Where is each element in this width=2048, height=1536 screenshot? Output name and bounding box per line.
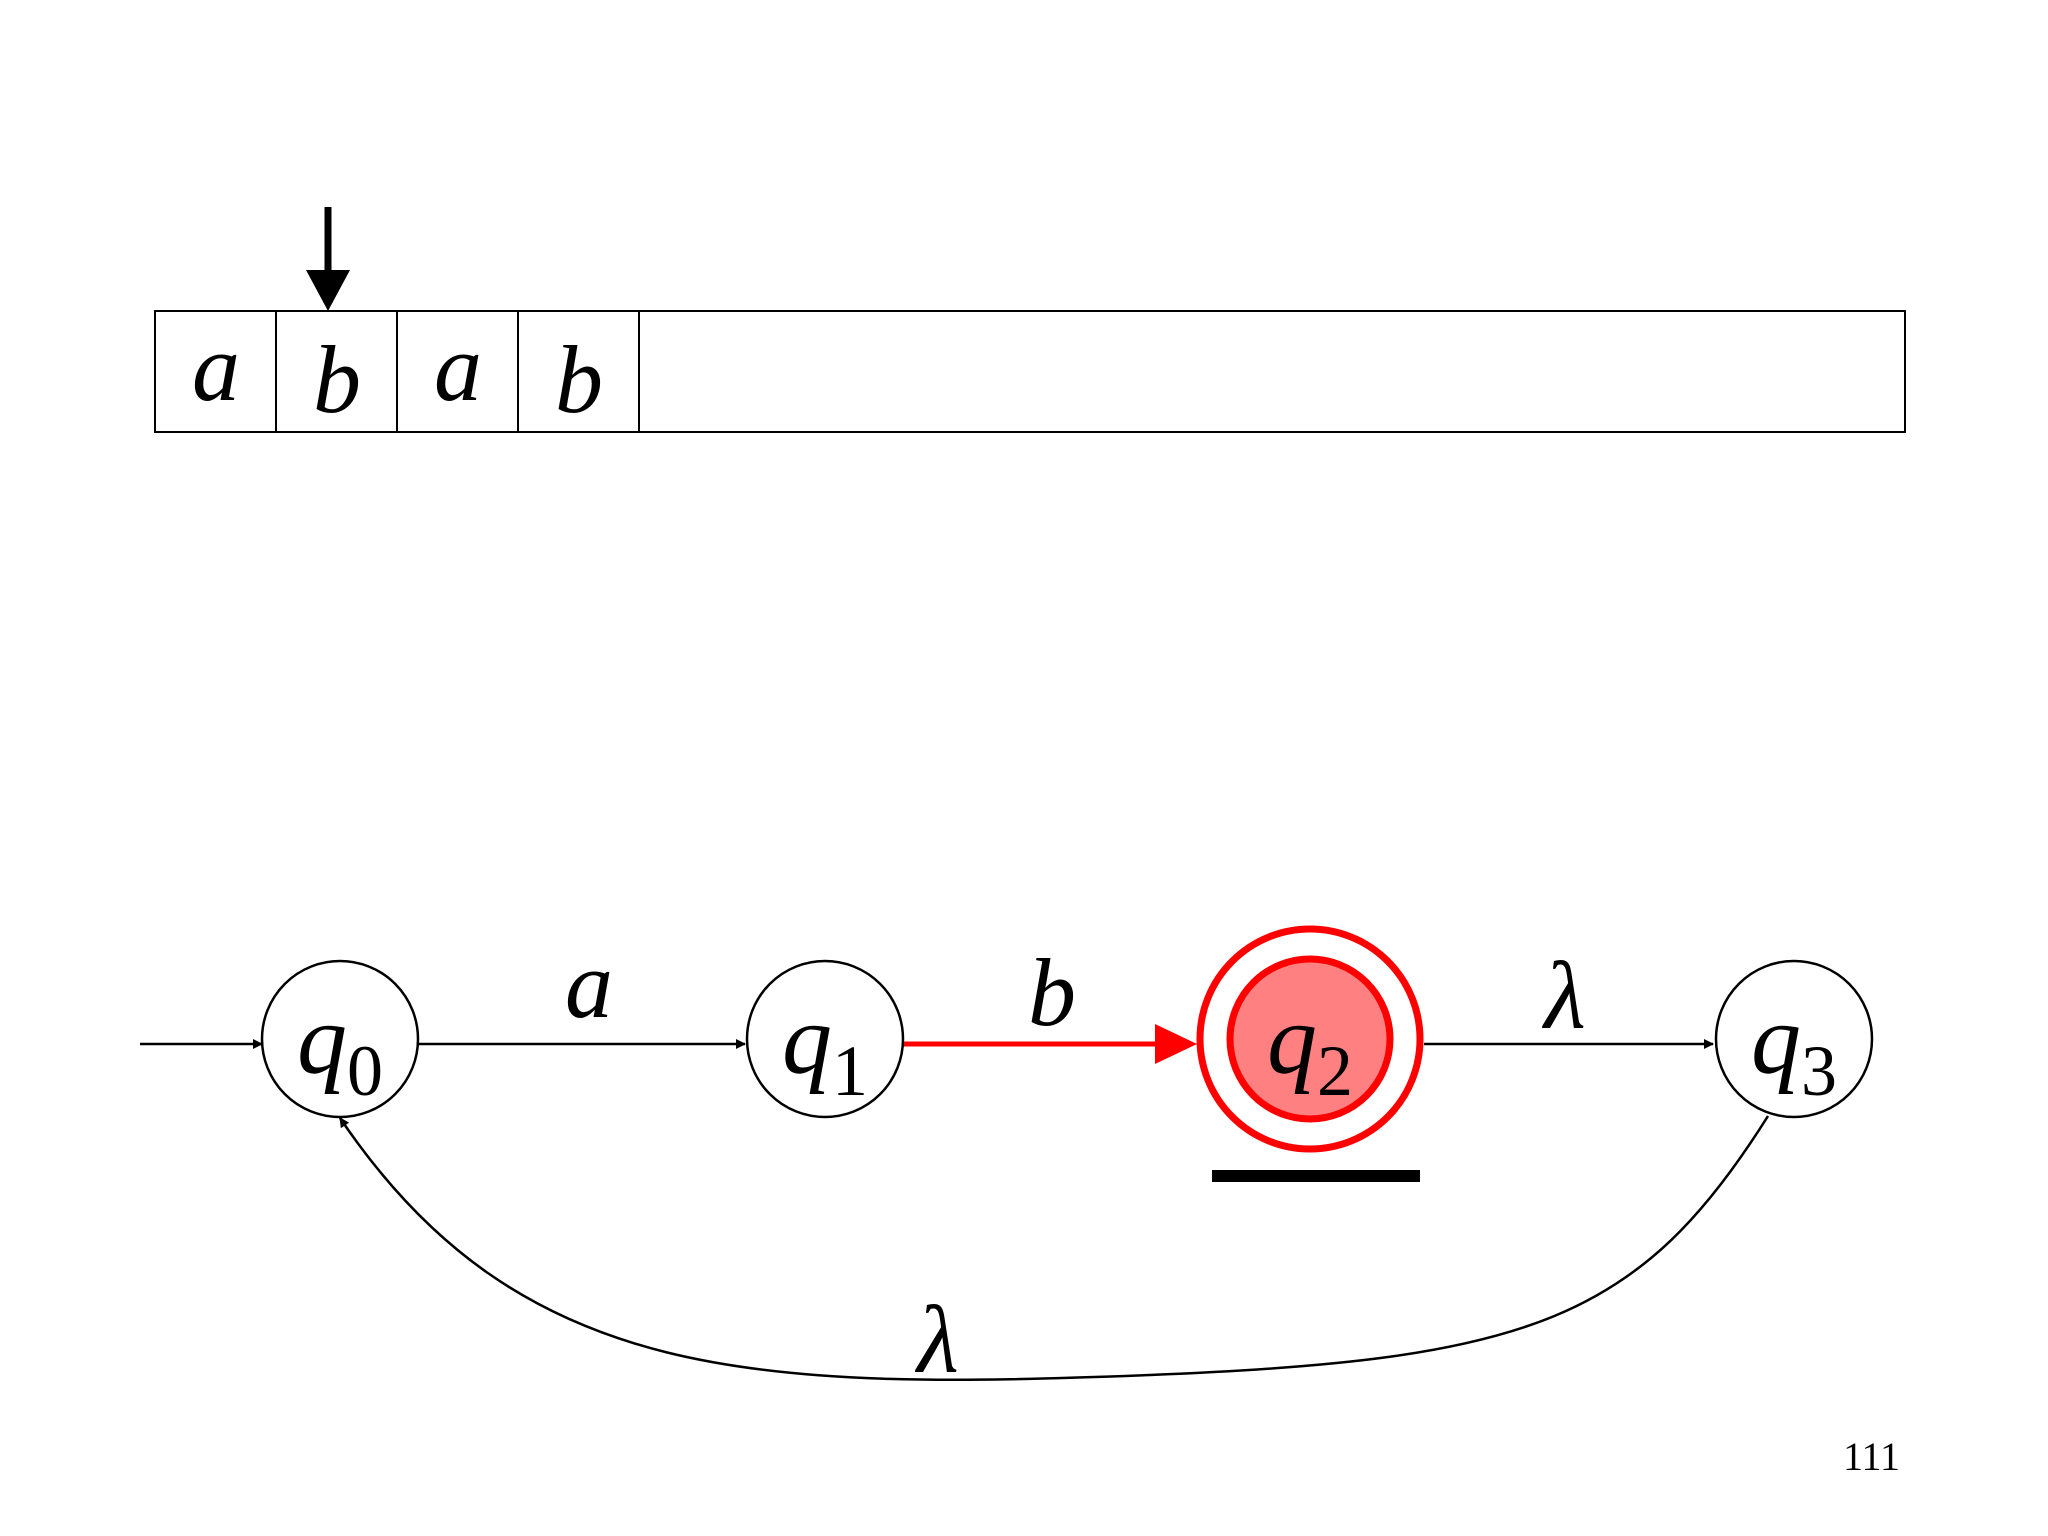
state-q3: q3 xyxy=(1714,959,1874,1119)
state-base: q xyxy=(1751,984,1801,1095)
state-subscript: 2 xyxy=(1317,1031,1353,1111)
page-number: 111 xyxy=(1843,1434,1900,1479)
state-base: q xyxy=(1267,984,1317,1095)
current-state-underline xyxy=(1212,1170,1420,1182)
tape-cell-symbol: b xyxy=(313,326,361,433)
tape-cell-symbol: a xyxy=(192,314,240,421)
state-q2: q2 xyxy=(1196,925,1424,1153)
state-subscript: 1 xyxy=(832,1031,868,1111)
transition-label-b: b xyxy=(1028,939,1076,1046)
transition-label-lambda: λ xyxy=(1541,942,1586,1049)
input-tape: a b a b xyxy=(154,310,1906,433)
transition-label-a: a xyxy=(565,931,613,1038)
state-base: q xyxy=(782,984,832,1095)
transition-q1-q2 xyxy=(903,1024,1197,1064)
state-q1: q1 xyxy=(745,959,905,1119)
svg-text:q1: q1 xyxy=(782,984,868,1111)
state-subscript: 0 xyxy=(347,1031,383,1111)
svg-text:q3: q3 xyxy=(1751,984,1837,1111)
tape-head-arrow xyxy=(306,207,350,311)
transition-q3-q0 xyxy=(338,1115,1770,1381)
svg-text:q0: q0 xyxy=(297,984,383,1111)
active-state-fill xyxy=(1226,955,1394,1123)
tape-cell-symbol: a xyxy=(434,314,482,421)
tape-cell-symbol: b xyxy=(555,326,603,433)
state-base: q xyxy=(297,984,347,1095)
tape-border xyxy=(154,310,1906,433)
svg-text:q2: q2 xyxy=(1267,984,1353,1111)
state-q0: q0 xyxy=(260,959,420,1119)
transition-label-lambda: λ xyxy=(914,1286,959,1393)
state-subscript: 3 xyxy=(1801,1031,1837,1111)
